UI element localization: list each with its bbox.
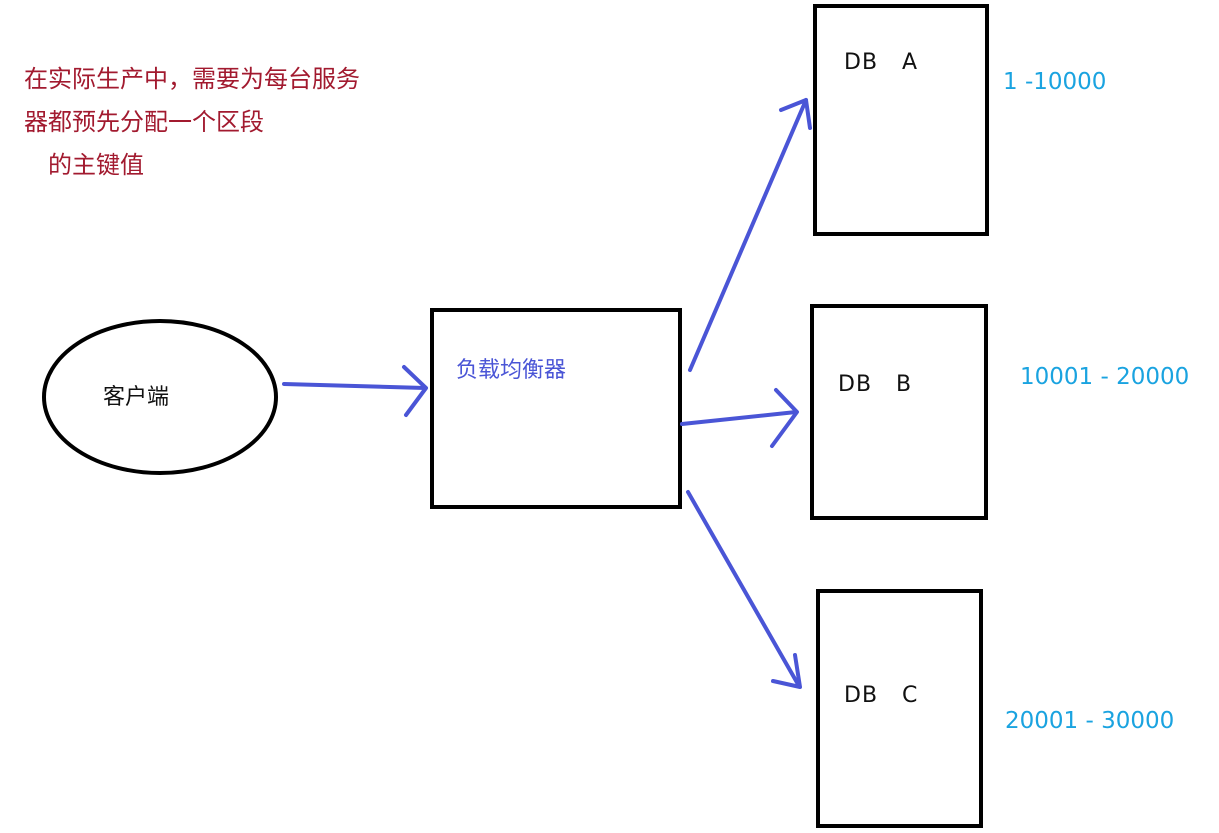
- annotation-note: 在实际生产中，需要为每台服务 器都预先分配一个区段 的主键值: [24, 58, 404, 187]
- db-c-range: 20001 - 30000: [1005, 708, 1175, 734]
- note-line-1: 在实际生产中，需要为每台服务: [24, 65, 360, 93]
- db-a-range: 1 -10000: [1003, 69, 1107, 95]
- client-node: [42, 319, 278, 475]
- note-line-3: 的主键值: [48, 151, 144, 179]
- client-label: 客户端: [103, 385, 170, 410]
- note-line-2: 器都预先分配一个区段: [24, 108, 264, 136]
- db-c-label: DB C: [844, 683, 919, 708]
- arrow-lb-to-db-a: [688, 98, 812, 372]
- arrow-lb-to-db-c: [686, 490, 802, 689]
- load-balancer-node: [430, 308, 682, 509]
- load-balancer-label: 负载均衡器: [456, 358, 567, 383]
- db-b-label: DB B: [838, 372, 913, 397]
- db-a-label: DB A: [844, 50, 919, 75]
- arrow-client-to-lb: [282, 365, 428, 417]
- db-b-node: [810, 304, 988, 520]
- arrow-lb-to-db-b: [680, 388, 799, 448]
- db-c-node: [816, 589, 983, 828]
- db-b-range: 10001 - 20000: [1020, 364, 1190, 390]
- db-a-node: [813, 4, 989, 236]
